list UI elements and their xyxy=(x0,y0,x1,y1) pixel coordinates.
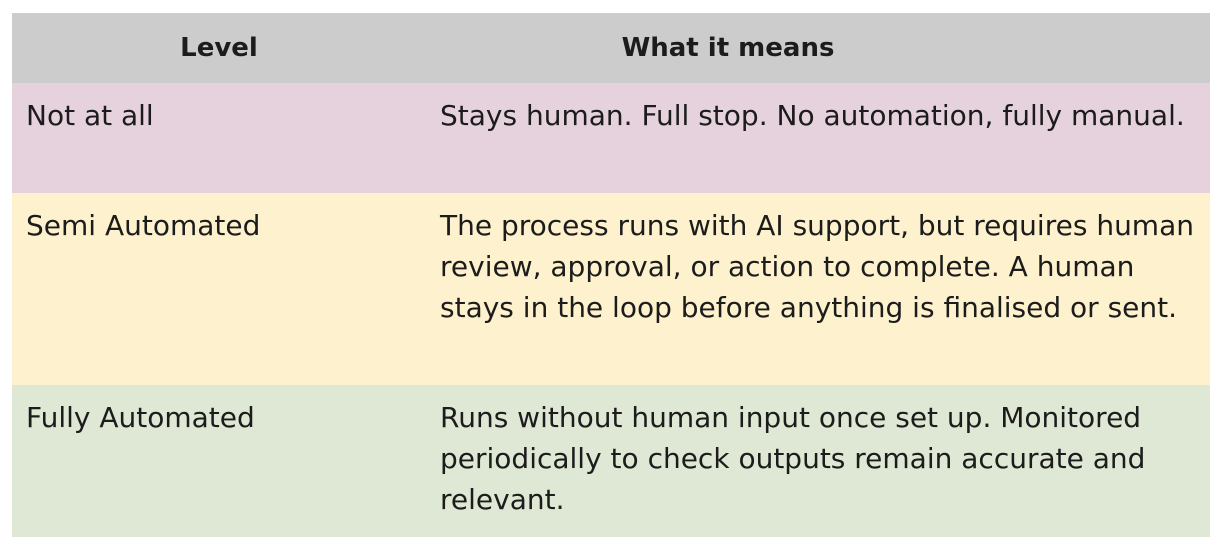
table-row: Semi Automated The process runs with AI … xyxy=(12,193,1210,385)
level-cell: Not at all xyxy=(26,99,154,132)
level-cell: Semi Automated xyxy=(26,209,261,242)
automation-levels-table: Level What it means Not at all Stays hum… xyxy=(12,13,1210,537)
meaning-cell: The process runs with AI support, but re… xyxy=(440,209,1194,324)
meaning-cell: Runs without human input once set up. Mo… xyxy=(440,401,1146,516)
table-row: Fully Automated Runs without human input… xyxy=(12,385,1210,537)
header-level: Level xyxy=(180,33,258,63)
table-header-row: Level What it means xyxy=(12,13,1210,83)
level-cell: Fully Automated xyxy=(26,401,255,434)
header-meaning: What it means xyxy=(621,33,835,63)
meaning-cell: Stays human. Full stop. No automation, f… xyxy=(440,99,1185,132)
table-row: Not at all Stays human. Full stop. No au… xyxy=(12,83,1210,193)
